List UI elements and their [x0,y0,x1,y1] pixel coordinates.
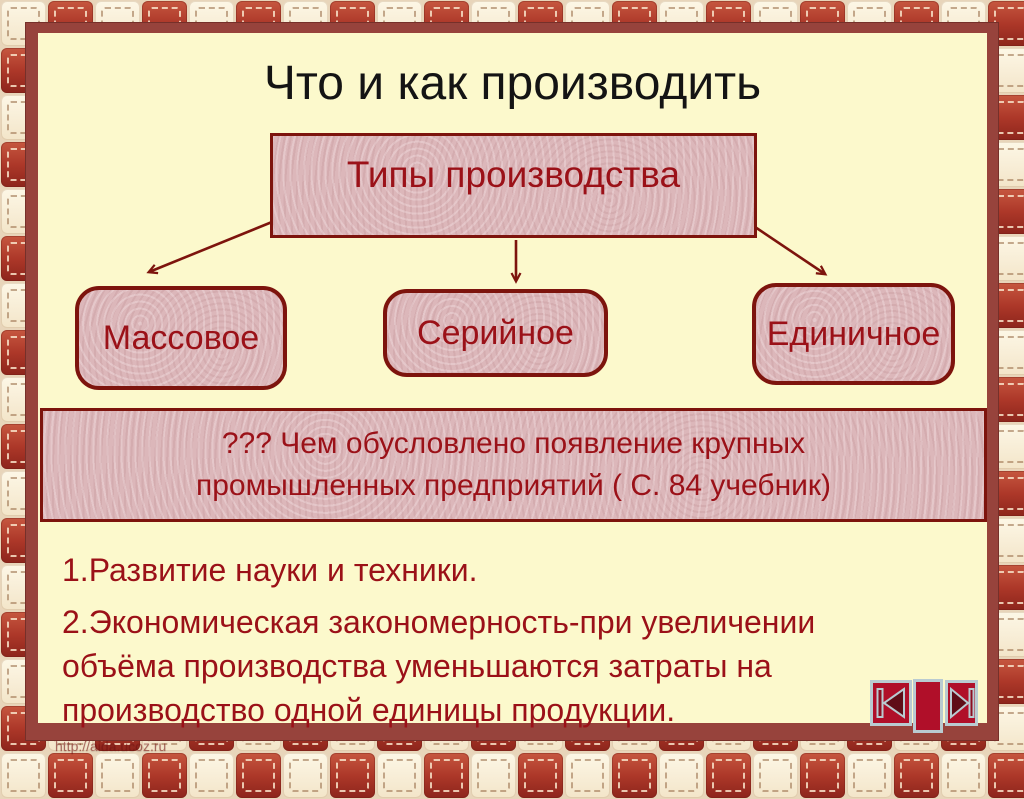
quilt-tile-red [611,752,658,799]
skip-forward-icon [949,686,974,720]
body-spacer [62,592,962,600]
nav-middle-block [913,679,943,733]
body-item-2-line-2: объёма производства уменьшаются затраты … [62,648,772,684]
nav-next-button[interactable] [945,680,978,726]
diagram-box-single-label: Единичное [766,314,941,353]
diagram-box-serial-label: Серийное [417,313,574,352]
diagram-box-mass: Массовое [75,286,287,390]
quilt-tile-cream [0,752,47,799]
quilt-tile-red [893,752,940,799]
quilt-tile-red [423,752,470,799]
diagram-box-single: Единичное [752,283,955,385]
diagram-root-label: Типы производства [346,153,681,195]
quilt-tile-cream [752,752,799,799]
quilt-tile-red [141,752,188,799]
question-line-1: ??? Чем обусловлено появление крупных [221,427,806,460]
quilt-tile-red [329,752,376,799]
quilt-tile-red [799,752,846,799]
diagram-box-serial: Серийное [383,289,608,377]
quilt-tile-red [705,752,752,799]
diagram-box-mass-label: Массовое [102,318,260,357]
quilt-tile-red [235,752,282,799]
body-item-2-line-3: производство одной единицы продукции. [62,692,676,728]
quilt-tile-cream [846,752,893,799]
body-text: 1.Развитие науки и техники. 2.Экономичес… [62,548,962,732]
question-box: ??? Чем обусловлено появление крупных пр… [40,408,987,522]
diagram-root-box: Типы производства [270,133,757,238]
quilt-tile-cream [940,752,987,799]
quilt-tile-red [987,752,1024,799]
quilt-tile-cream [94,752,141,799]
quilt-tile-cream [564,752,611,799]
quilt-tile-red [47,752,94,799]
nav-previous-button[interactable] [870,680,912,726]
watermark-url: http://aida.ucoz.ru [55,738,167,754]
quilt-tile-cream [376,752,423,799]
question-line-2: промышленных предприятий ( С. 84 учебник… [195,469,832,502]
quilt-tile-red [517,752,564,799]
quilt-tile-cream [470,752,517,799]
slide-title: Что и как производить [263,57,762,110]
body-item-1: 1.Развитие науки и техники. [62,552,478,588]
quilt-tile-cream [658,752,705,799]
body-item-2-line-1: 2.Экономическая закономерность-при увели… [62,604,816,640]
quilt-tile-cream [282,752,329,799]
skip-back-icon [876,687,905,719]
quilt-tile-cream [188,752,235,799]
